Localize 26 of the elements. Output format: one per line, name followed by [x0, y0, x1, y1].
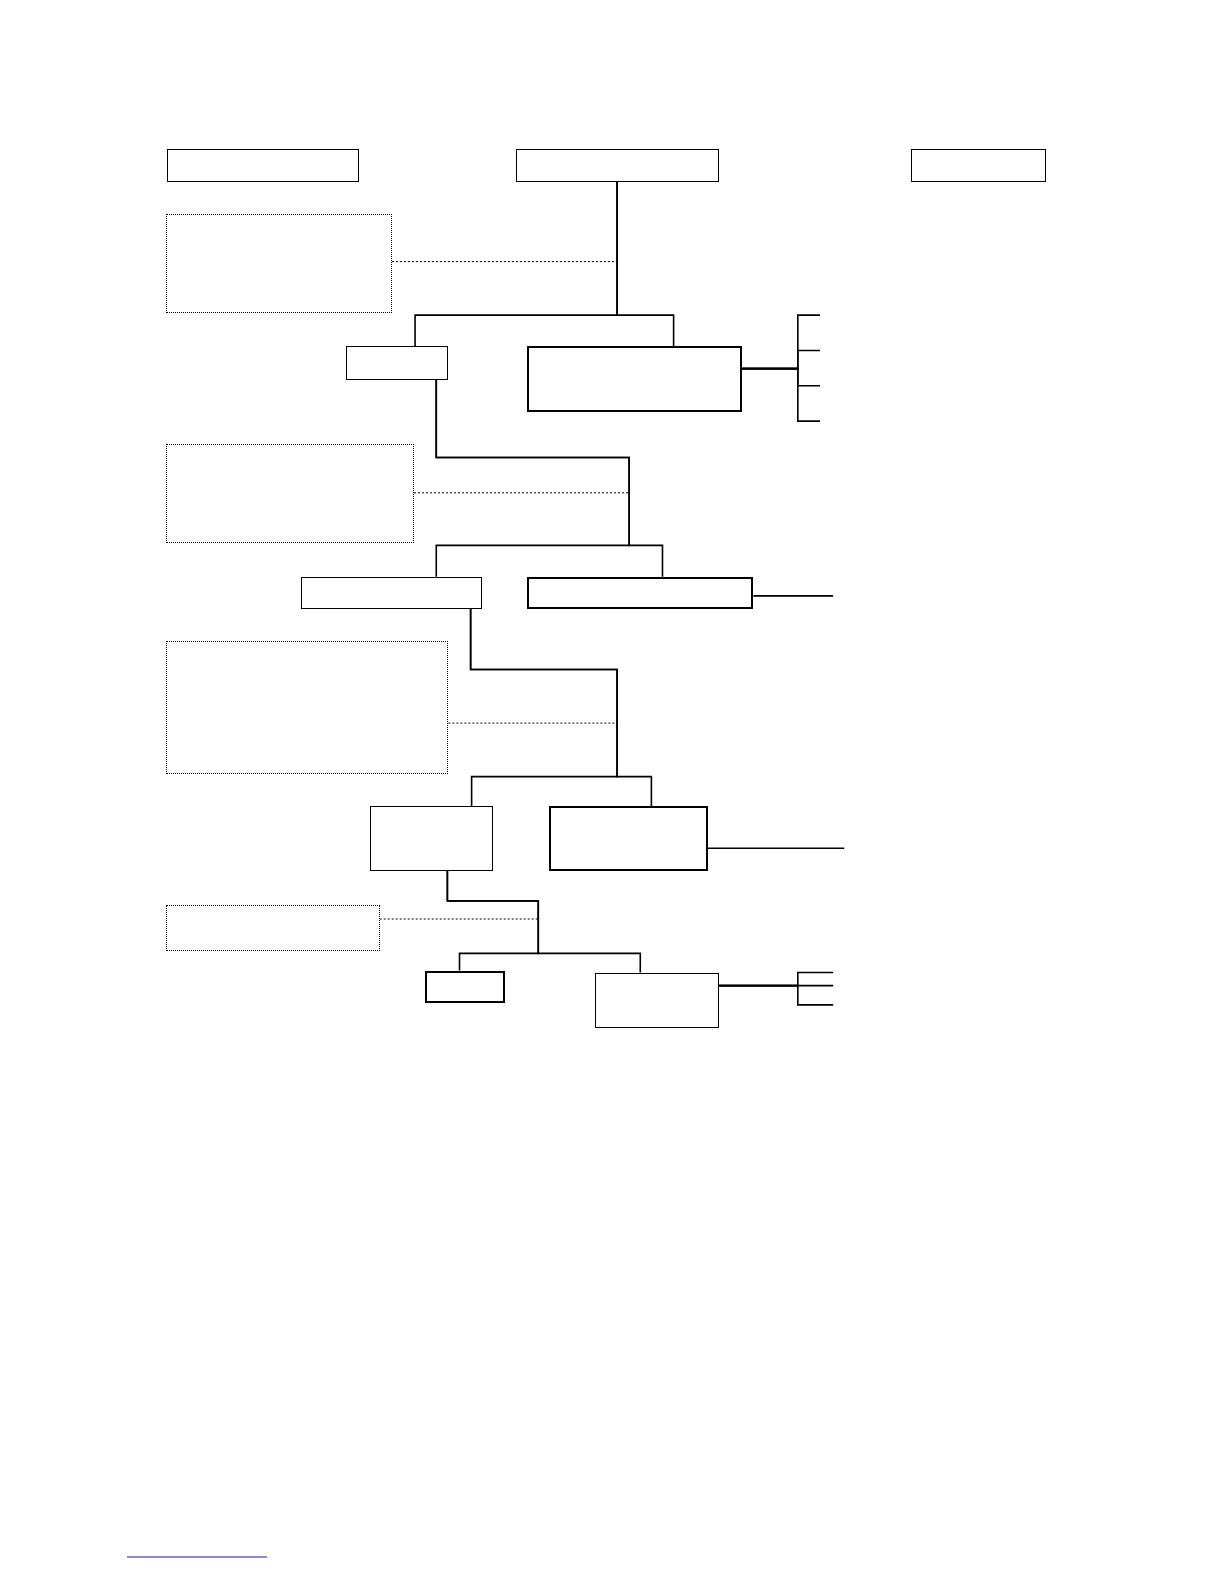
dotted-connector: [379, 870, 539, 920]
process-box: [369, 805, 493, 871]
process-box: [166, 149, 359, 182]
connector-line: [616, 181, 675, 348]
connector-line: [718, 984, 834, 1006]
process-box: [549, 805, 708, 871]
dotted-connector: [447, 608, 618, 724]
connector-line: [741, 367, 821, 422]
process-box: [516, 149, 720, 182]
dotted-connector: [413, 379, 630, 494]
process-box: [527, 576, 754, 609]
process-box: [594, 972, 720, 1029]
connector-line: [469, 608, 653, 807]
connector-line: [446, 869, 642, 974]
process-box: [910, 149, 1047, 182]
note-box: [165, 444, 415, 544]
connector-line: [752, 595, 834, 597]
process-box: [300, 576, 482, 609]
note-box: [165, 641, 449, 774]
note-box: [165, 214, 392, 314]
process-box: [346, 346, 449, 380]
process-box: [425, 970, 505, 1003]
note-box: [165, 904, 380, 952]
process-box: [527, 346, 743, 413]
dotted-connector: [391, 181, 618, 263]
connector-line: [707, 847, 846, 850]
